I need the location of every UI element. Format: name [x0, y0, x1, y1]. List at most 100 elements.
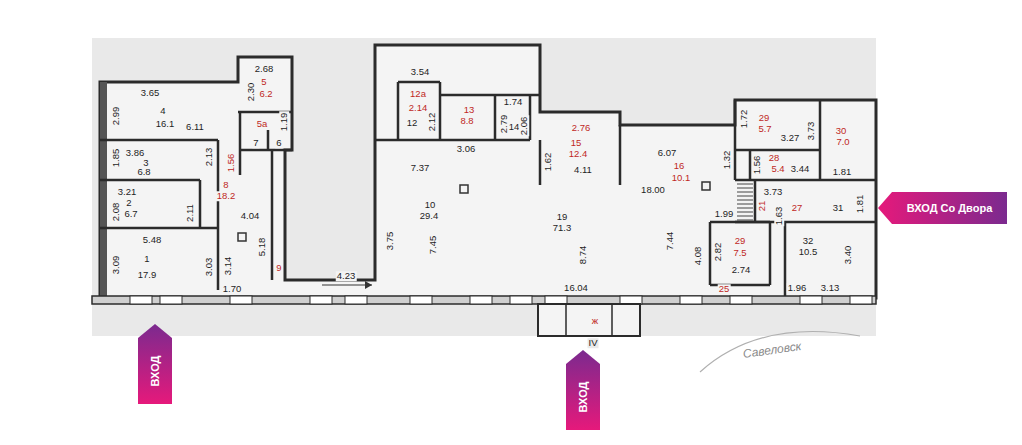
dimension-label: 2.08 — [111, 202, 121, 223]
dimension-label: 3.27 — [780, 133, 801, 143]
dimension-label: 32 — [802, 236, 815, 246]
room-number: 25 — [718, 284, 731, 294]
dimension-label: 7.45 — [428, 235, 438, 256]
room-number: 1.56 — [226, 153, 236, 174]
room-number: 29 — [758, 113, 771, 123]
room-number: 15 — [570, 138, 583, 148]
dimension-label: 29.4 — [419, 211, 440, 221]
room-number: 18.2 — [216, 191, 237, 201]
interior-wall — [239, 112, 242, 175]
dimension-label: 2.68 — [254, 64, 275, 74]
dimension-label: 2 — [125, 198, 132, 208]
room-number: 28 — [768, 153, 781, 163]
dimension-label: 17.9 — [137, 270, 158, 280]
dimension-label: 3.73 — [806, 121, 816, 142]
entrance-tag: ВХОД — [566, 350, 600, 430]
window — [310, 296, 332, 304]
column — [460, 185, 468, 193]
entrance-tag: ВХОД — [138, 324, 172, 404]
interior-wall — [749, 150, 752, 180]
dimension-label: 2.82 — [713, 242, 723, 263]
interior-wall — [240, 149, 292, 152]
tag-fill — [566, 350, 600, 430]
dimension-label: 3.40 — [843, 245, 853, 266]
window — [470, 296, 492, 304]
dimension-label: 1.85 — [111, 148, 121, 169]
window — [850, 296, 872, 304]
marker-label: IV — [588, 338, 599, 348]
room-number: 2.14 — [408, 103, 429, 113]
dimension-label: 3.86 — [125, 148, 146, 158]
dimension-label: 2.99 — [111, 106, 121, 127]
exterior-wall — [100, 82, 107, 298]
dimension-label: 4 — [159, 106, 166, 116]
dimension-label: 1.96 — [787, 283, 808, 293]
door-line — [565, 304, 567, 336]
room-number: 30 — [835, 126, 848, 136]
dimension-label: 3.13 — [820, 283, 841, 293]
dimension-label: 1.99 — [714, 209, 735, 219]
dimension-arrow — [322, 285, 372, 286]
dimension-label: 1.70 — [222, 284, 243, 294]
column — [238, 233, 246, 241]
room-number: 9 — [275, 263, 282, 273]
room-number: 2.76 — [571, 123, 592, 133]
dimension-label: 2.11 — [185, 203, 195, 223]
dimension-label: 6.7 — [123, 209, 138, 219]
room-number: 7.5 — [732, 248, 747, 258]
room-number: ж — [591, 316, 599, 326]
stair-step — [737, 204, 753, 205]
interior-wall — [397, 82, 400, 140]
stair-step — [737, 216, 753, 217]
window — [410, 296, 432, 304]
stair-step — [737, 184, 753, 185]
dimension-label: 1.74 — [503, 97, 524, 107]
dimension-label: 3.73 — [763, 187, 784, 197]
window — [620, 296, 642, 304]
window — [230, 296, 252, 304]
dimension-label: 2.74 — [731, 265, 752, 275]
tag-fill — [878, 192, 1007, 224]
interior-wall — [439, 82, 442, 140]
dimension-label: 10 — [424, 200, 437, 210]
interior-wall — [709, 222, 712, 285]
dimension-label: 4.04 — [240, 211, 261, 221]
dimension-label: 6.07 — [657, 148, 678, 158]
entrance-label: ВХОД Со Двора — [907, 202, 993, 214]
interior-wall — [819, 100, 822, 180]
dimension-label: 4.23 — [336, 271, 357, 281]
dimension-label: 1.81 — [855, 194, 865, 215]
room-number: 5а — [256, 119, 269, 129]
interior-wall — [619, 125, 622, 185]
stair-step — [737, 196, 753, 197]
interior-wall — [100, 139, 218, 142]
dimension-label: 1.32 — [722, 150, 732, 171]
dimension-label: 3.44 — [790, 164, 811, 174]
dimension-label: 6.11 — [185, 122, 205, 132]
interior-wall — [734, 100, 737, 180]
interior-wall — [529, 95, 532, 140]
dimension-label: 10.5 — [798, 247, 819, 257]
window — [160, 296, 182, 304]
dimension-label: 71.3 — [552, 223, 573, 233]
room-number: 12а — [409, 89, 427, 99]
dimension-label: 2.13 — [204, 147, 214, 168]
entrance-tag: ВХОД Со Двора — [878, 192, 1007, 224]
stair-step — [737, 188, 753, 189]
dimension-label: 7.44 — [665, 231, 675, 252]
dimension-label: 3.09 — [111, 255, 121, 276]
room-number: 5.4 — [770, 164, 785, 174]
dimension-label: 31 — [832, 203, 845, 213]
window — [545, 296, 567, 304]
window — [730, 296, 752, 304]
stair-step — [737, 212, 753, 213]
dimension-label: 1.56 — [752, 155, 762, 176]
interior-wall — [271, 150, 274, 280]
dimension-label: 3.06 — [456, 144, 477, 154]
interior-wall — [217, 140, 220, 290]
entrance-label: ВХОД — [577, 382, 589, 413]
dimension-label: 1.19 — [279, 112, 289, 133]
interior-wall — [494, 95, 497, 140]
stair-step — [737, 192, 753, 193]
dimension-label: 12 — [406, 118, 419, 128]
